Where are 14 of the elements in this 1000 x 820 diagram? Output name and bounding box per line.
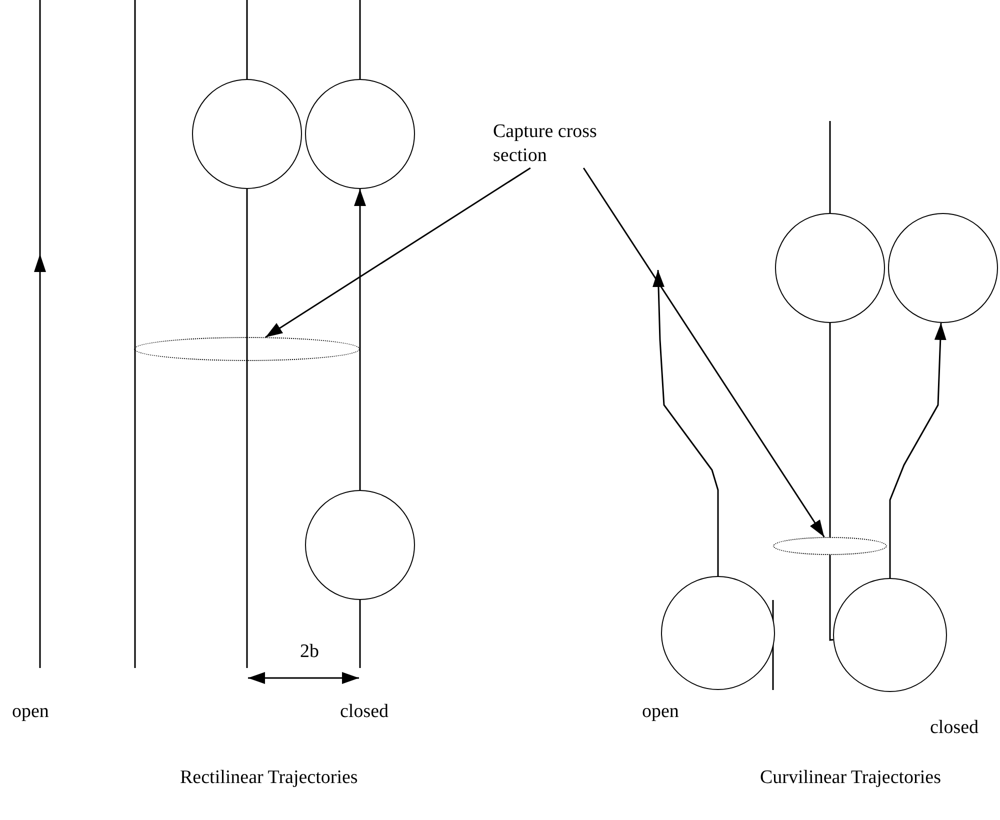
- cross-section-ellipse: [773, 537, 887, 555]
- trajectory-label: open: [12, 700, 49, 724]
- panel-caption: Curvilinear Trajectories: [760, 766, 941, 790]
- leader-line: [265, 167, 531, 338]
- trajectory-label: closed: [930, 716, 979, 740]
- callout-text: Capture cross section: [493, 120, 643, 168]
- trajectory-label: open: [642, 700, 679, 724]
- trajectory-label: closed: [340, 700, 389, 724]
- panel-caption: Rectilinear Trajectories: [180, 766, 358, 790]
- trajectory-arrow: [889, 322, 946, 578]
- trajectory-arrow: [652, 270, 719, 576]
- leader-line: [582, 168, 825, 538]
- trajectory-arrow: [354, 189, 366, 490]
- dimension-label: 2b: [300, 640, 319, 664]
